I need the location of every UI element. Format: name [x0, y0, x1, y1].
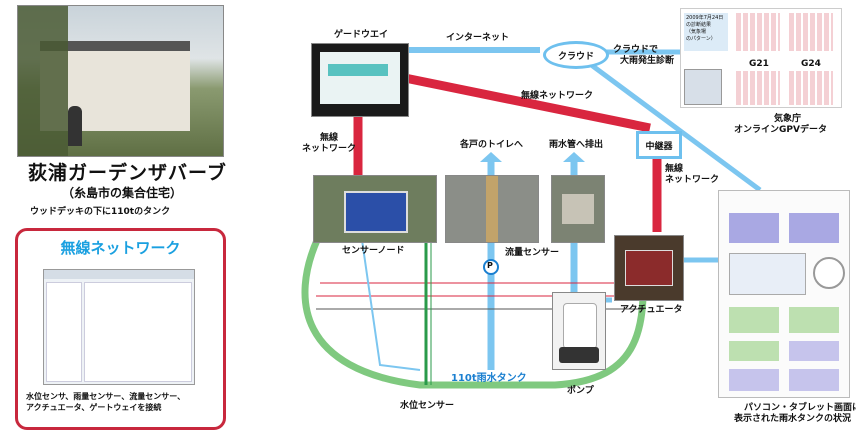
dash-chart-4 [789, 307, 839, 333]
pump-base [559, 347, 599, 363]
screenshot-canvas [84, 282, 192, 382]
level-sensor-label: 水位センサー [400, 401, 455, 411]
weather-map-1 [684, 69, 722, 105]
building-photo [17, 5, 224, 157]
sensor-node-label: センサーノード [342, 246, 405, 256]
gateway-display [320, 52, 400, 104]
wireless-left-1: 無線 [320, 133, 339, 143]
actuator-label: アクチュエータ [620, 305, 683, 315]
wireless-right-1: 無線 [665, 164, 684, 174]
person-icon [68, 106, 82, 146]
flow-meter-icon [483, 259, 499, 275]
screenshot-sidebar [46, 282, 82, 382]
jma-label-1: 気象庁 [774, 114, 802, 124]
pump-label: ポンプ [567, 386, 594, 396]
cloud-node: クラウド [543, 41, 609, 69]
dashboard-screenshot [718, 190, 850, 398]
gateway-display-bar [328, 64, 388, 76]
link-cloud-display [588, 61, 762, 193]
dash-tank-chart [729, 253, 806, 295]
wireless-network-title: 無線ネットワーク [60, 239, 181, 257]
actuator-board [625, 250, 673, 286]
weather-header-3: （気象場 [686, 29, 707, 35]
toilet-label: 各戸のトイレへ [460, 140, 524, 150]
flow-sensor-photo [445, 175, 539, 243]
gateway-label: ゲードウエイ [334, 30, 389, 40]
weather-grid-2 [789, 13, 833, 51]
site-note: ウッドデッキの下に110tのタンク [30, 207, 171, 217]
weather-header-2: の診断結果 [686, 22, 712, 28]
internet-label: インターネット [446, 33, 510, 43]
flow-p-label: P [487, 261, 493, 270]
site-title: 荻浦ガーデンザバーブ [28, 162, 227, 184]
weather-grid-3 [736, 71, 780, 105]
sensor-node-board [344, 191, 408, 233]
cable-sensor [361, 239, 421, 371]
arrow-drain [563, 152, 585, 162]
wireless-network-panel: 無線ネットワーク 水位センサ、雨量センサー、流量センサー、 アクチュエータ、ゲー… [15, 228, 226, 430]
drain-box [562, 194, 594, 224]
relay-node: 中継器 [636, 131, 682, 159]
dash-chart-6 [789, 341, 839, 361]
weather-grid-1 [736, 13, 780, 51]
jma-label-2: オンラインGPVデータ [734, 125, 827, 135]
wireless-left-2: ネットワーク [302, 144, 357, 154]
pc-label-1: パソコン・タブレット画面に [744, 403, 856, 413]
weather-grid-4 [789, 71, 833, 105]
dash-chart-7 [729, 369, 779, 391]
weather-header-1: 2009年7月24日 [686, 15, 724, 21]
flow-sensor-pipe [486, 176, 498, 242]
wireless-caption: 水位センサ、雨量センサー、流量センサー、 アクチュエータ、ゲートウェイを接続 [26, 391, 185, 413]
network-screenshot [43, 269, 195, 385]
sensor-node-photo [313, 175, 437, 243]
flow-sensor-label: 流量センサー [505, 248, 560, 258]
pc-label-2: 表示された雨水タンクの状況 [734, 414, 852, 424]
tank-outline [301, 236, 647, 389]
weather-g24: G24 [801, 59, 821, 69]
weather-header: 2009年7月24日 の診断結果 （気象場 のパターン） [684, 13, 728, 51]
tank-label: 110t雨水タンク [451, 373, 527, 384]
dash-chart-5 [729, 341, 779, 361]
wireless-right-2: ネットワーク [665, 175, 720, 185]
dash-chart-8 [789, 369, 839, 391]
dash-gauge [813, 257, 845, 289]
link-gateway-relay [404, 73, 651, 133]
dash-chart-2 [789, 213, 839, 243]
dash-chart-3 [729, 307, 779, 333]
wireless-caption-line1: 水位センサ、雨量センサー、流量センサー、 [26, 392, 186, 401]
dash-chart-1 [729, 213, 779, 243]
wireless-net-top: 無線ネットワーク [521, 91, 594, 101]
screenshot-toolbar [44, 270, 194, 279]
site-subtitle: （糸島市の集合住宅） [62, 186, 183, 200]
pump-photo [552, 292, 606, 370]
pump-body [563, 303, 597, 349]
weather-header-4: のパターン） [686, 36, 716, 42]
drain-photo [551, 175, 605, 243]
cloud-diagnosis-1: クラウドで [613, 45, 659, 55]
wireless-caption-line2: アクチュエータ、ゲートウェイを接続 [26, 403, 162, 412]
gateway-screen [311, 43, 409, 117]
weather-g21: G21 [749, 59, 769, 69]
drain-label: 雨水管へ排出 [549, 140, 604, 150]
weather-diagnosis-panel: 2009年7月24日 の診断結果 （気象場 のパターン） G21 G24 [680, 8, 842, 108]
cloud-diagnosis-2: 大雨発生診断 [620, 56, 675, 66]
actuator-photo [614, 235, 684, 301]
arrow-toilet [480, 152, 502, 162]
tree-icon [18, 6, 68, 156]
